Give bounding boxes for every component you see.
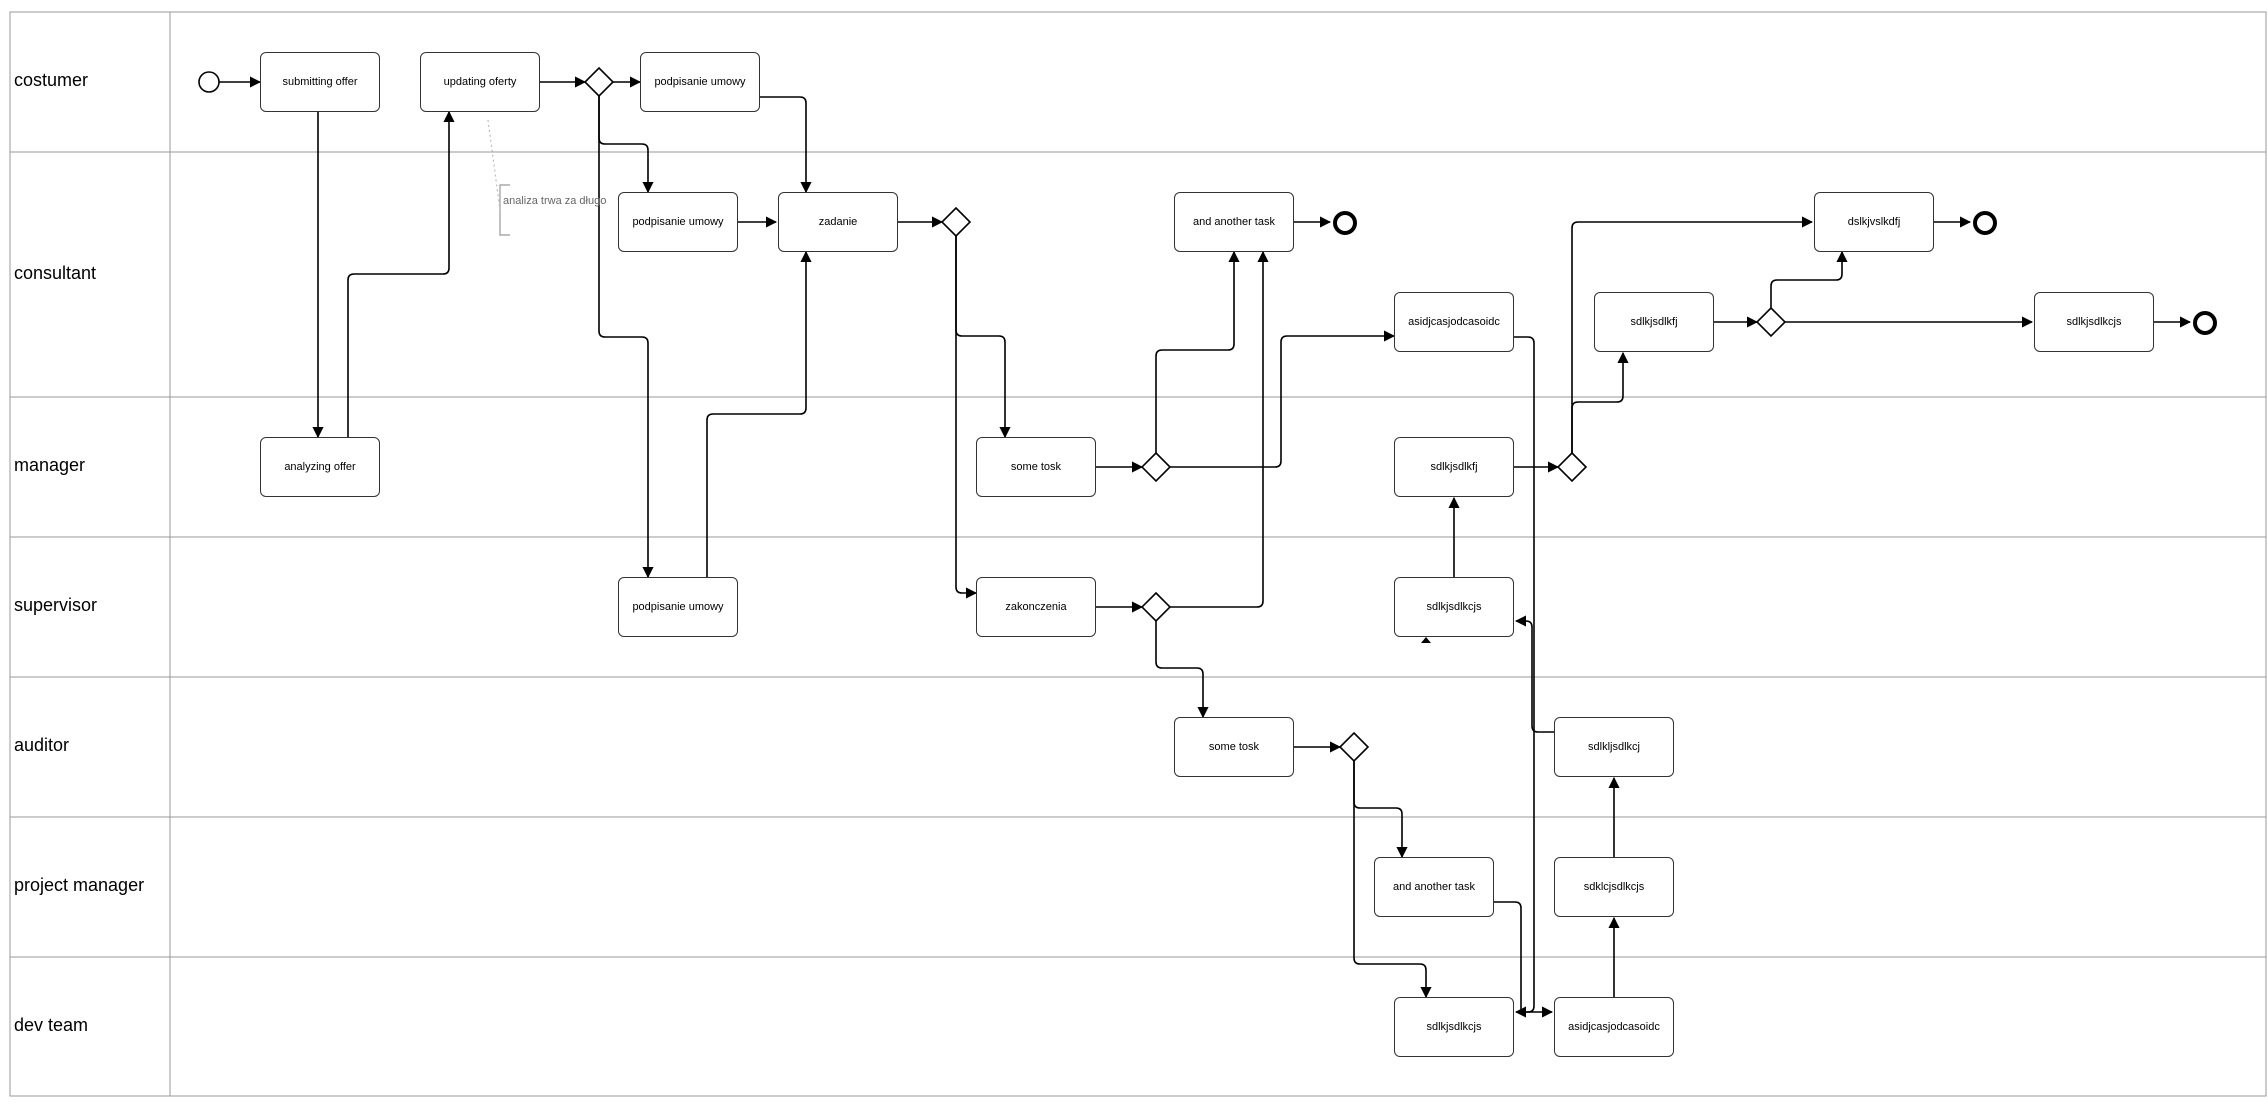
flow-gateway-to-zakonczenia [955, 236, 978, 599]
task-podpisanie-umowy-3[interactable]: podpisanie umowy [618, 577, 738, 637]
end-event-3 [2193, 311, 2217, 335]
task-sdklcjsdlkcjs[interactable]: sdklcjsdlkcjs [1554, 857, 1674, 917]
gateway-costumer [583, 66, 615, 98]
flow-gateway-to-dslkjvslkdfj-2 [1770, 250, 1848, 308]
task-submitting-offer[interactable]: submitting offer [260, 52, 380, 112]
lane-label-consultant: consultant [14, 263, 97, 283]
gateway-supervisor [1140, 591, 1172, 623]
lane-label-manager: manager [14, 455, 86, 475]
flow-podpisanie-1-to-zadanie [760, 96, 812, 194]
task-some-tosk-2[interactable]: some tosk [1174, 717, 1294, 777]
flow-gateway-to-dslkjvslkdfj [1571, 216, 1814, 453]
task-and-another-task-2[interactable]: and another task [1374, 857, 1494, 917]
end-event-1 [1333, 211, 1357, 235]
task-sdlkjsdlkfj-2[interactable]: sdlkjsdlkfj [1394, 437, 1514, 497]
task-asidjcasjodcasoidc-1[interactable]: asidjcasjodcasoidc [1394, 292, 1514, 352]
task-analyzing-offer[interactable]: analyzing offer [260, 437, 380, 497]
task-and-another-task-1[interactable]: and another task [1174, 192, 1294, 252]
gateway-consultant-1 [940, 206, 972, 238]
task-some-tosk-1[interactable]: some tosk [976, 437, 1096, 497]
flow-gateway-to-some-tosk [955, 236, 1011, 439]
task-sdlkjsdlkfj-1[interactable]: sdlkjsdlkfj [1594, 292, 1714, 352]
task-sdlkjsdlkcjs-3[interactable]: sdlkjsdlkcjs [1394, 997, 1514, 1057]
task-sdlkjsdlkcjs-2[interactable]: sdlkjsdlkcjs [1394, 577, 1514, 637]
flow-gateway-to-and-another-task-b [1170, 250, 1269, 608]
gateway-manager-1 [1140, 451, 1172, 483]
flow-gateway-to-podpisanie-2 [598, 96, 654, 194]
task-sdlkjsdlkcjs-1[interactable]: sdlkjsdlkcjs [2034, 292, 2154, 352]
task-dslkjvslkdfj[interactable]: dslkjvslkdfj [1814, 192, 1934, 252]
task-sdlkljsdlkcj[interactable]: sdlkljsdlkcj [1554, 717, 1674, 777]
flow-gateway-to-some-tosk-2 [1155, 621, 1209, 719]
gateway-consultant-2 [1755, 306, 1787, 338]
flow-gateway-to-podpisanie-3 [598, 96, 654, 579]
flow-gateway-to-sdlkjsdlkfj-1 [1571, 351, 1629, 453]
lane-label-supervisor: supervisor [14, 595, 98, 615]
flow-and-another-task-2-to-asidjcas-2 [1494, 901, 1554, 1018]
task-podpisanie-umowy-2[interactable]: podpisanie umowy [618, 192, 738, 252]
annotation-text: analiza trwa za długo [503, 195, 607, 207]
sequence-flows [219, 76, 2192, 1018]
task-podpisanie-umowy-1[interactable]: podpisanie umowy [640, 52, 760, 112]
flow-asidjcas-1-to-sdlkjsdlkcjs-3 [1514, 336, 1535, 1018]
task-zadanie[interactable]: zadanie [778, 192, 898, 252]
lane-label-costumer: costumer [14, 70, 89, 90]
flow-podpisanie-3-to-zadanie [706, 250, 812, 577]
annotation-bracket [487, 119, 510, 236]
start-event [198, 71, 220, 93]
gateway-auditor [1338, 731, 1370, 763]
flow-analyzing-to-updating [347, 110, 455, 437]
flow-gateway-to-sdlkjsdlkcjs-3 [1353, 761, 1432, 999]
task-zakonczenia[interactable]: zakonczenia [976, 577, 1096, 637]
task-asidjcasjodcasoidc-2[interactable]: asidjcasjodcasoidc [1554, 997, 1674, 1057]
task-updating-oferty[interactable]: updating oferty [420, 52, 540, 112]
lane-label-auditor: auditor [14, 735, 70, 755]
gateway-manager-2 [1556, 451, 1588, 483]
pool [9, 11, 2267, 1097]
flow-gateway-to-asidjcas [1170, 330, 1396, 468]
end-event-2 [1973, 211, 1997, 235]
small-arrowhead [1421, 637, 1431, 643]
flow-gateway-to-and-another-task [1155, 250, 1240, 453]
lane-label-project-manager: project manager [14, 875, 145, 895]
lane-label-dev-team: dev team [14, 1015, 89, 1035]
flow-sdlkljsdlkcj-to-sdlkjsdlkcjs-2 [1514, 615, 1554, 733]
flow-gateway-to-and-another-task-2 [1353, 761, 1408, 859]
